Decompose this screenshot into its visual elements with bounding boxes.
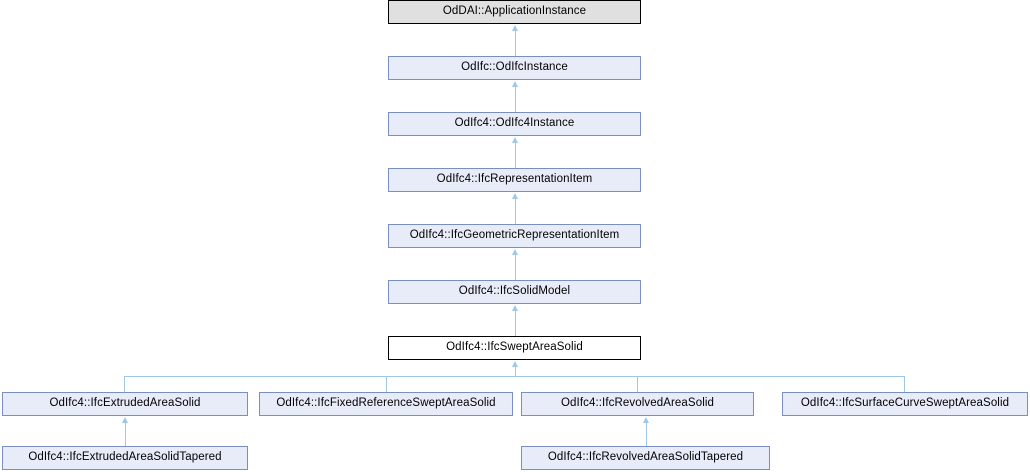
connector-n12-to-n9: [646, 422, 647, 446]
connector-n6-to-n5: [515, 310, 516, 336]
class-node-odifc4-ifcextrudedareasolid[interactable]: OdIfc4::IfcExtrudedAreaSolid: [2, 392, 248, 416]
connector-n11-to-n7: [125, 422, 126, 446]
connector-drop-n10: [904, 376, 905, 392]
class-node-label: OdIfc4::IfcFixedReferenceSweptAreaSolid: [276, 397, 496, 410]
connector-n2-to-n1: [515, 86, 516, 112]
class-node-odifc4-ifcgeometricrepresentationitem[interactable]: OdIfc4::IfcGeometricRepresentationItem: [388, 224, 641, 248]
class-node-odifc4-ifcrevolvedareasolidtapered[interactable]: OdIfc4::IfcRevolvedAreaSolidTapered: [521, 446, 770, 470]
arrowhead-n11-to-n7: [121, 417, 128, 423]
class-node-odifc4-ifcextrudedareasolidtapered[interactable]: OdIfc4::IfcExtrudedAreaSolidTapered: [2, 446, 248, 470]
connector-n1-to-n0: [515, 30, 516, 56]
arrowhead-children-to-swept-area-solid: [511, 361, 518, 367]
connector-stem-swept-area-solid: [515, 366, 516, 376]
arrowhead-n5-to-n4: [511, 249, 518, 255]
class-node-oddai-applicationinstance[interactable]: OdDAI::ApplicationInstance: [388, 0, 641, 24]
class-node-odifc4-ifcfixedreferencesweptareasolid[interactable]: OdIfc4::IfcFixedReferenceSweptAreaSolid: [259, 392, 513, 416]
arrowhead-n3-to-n2: [511, 137, 518, 143]
class-node-label: OdIfc4::IfcSolidModel: [458, 285, 571, 298]
connector-drop-n7: [124, 376, 125, 392]
connector-drop-n9: [637, 376, 638, 392]
class-node-label: OdIfc4::IfcSweptAreaSolid: [446, 341, 583, 354]
arrowhead-n1-to-n0: [511, 25, 518, 31]
connector-drop-n8: [386, 376, 387, 392]
class-node-odifc4-odifc4instance[interactable]: OdIfc4::OdIfc4Instance: [388, 112, 641, 136]
arrowhead-n2-to-n1: [511, 81, 518, 87]
class-node-label: OdDAI::ApplicationInstance: [442, 5, 587, 18]
class-node-label: OdIfc4::IfcRevolvedAreaSolid: [560, 397, 714, 410]
class-node-label: OdIfc::OdIfcInstance: [461, 61, 568, 74]
arrowhead-n4-to-n3: [511, 193, 518, 199]
arrowhead-n12-to-n9: [642, 417, 649, 423]
arrowhead-n6-to-n5: [511, 305, 518, 311]
connector-n3-to-n2: [515, 142, 516, 168]
class-node-label: OdIfc4::IfcRepresentationItem: [436, 173, 593, 186]
class-node-label: OdIfc4::IfcExtrudedAreaSolid: [49, 397, 201, 410]
class-node-label: OdIfc4::IfcGeometricRepresentationItem: [409, 229, 620, 242]
connector-bus-swept-area-solid-children: [124, 376, 904, 377]
class-node-odifc4-ifcrevolvedareasolid[interactable]: OdIfc4::IfcRevolvedAreaSolid: [521, 392, 754, 416]
connector-n5-to-n4: [515, 254, 516, 280]
class-node-odifc4-ifcrepresentationitem[interactable]: OdIfc4::IfcRepresentationItem: [388, 168, 641, 192]
class-node-odifc4-ifcsolidmodel[interactable]: OdIfc4::IfcSolidModel: [388, 280, 641, 304]
class-node-label: OdIfc4::IfcRevolvedAreaSolidTapered: [547, 451, 744, 464]
class-node-label: OdIfc4::IfcExtrudedAreaSolidTapered: [28, 451, 222, 464]
class-node-odifc-odifcinstance[interactable]: OdIfc::OdIfcInstance: [388, 56, 641, 80]
class-node-odifc4-ifcsweptareasolid[interactable]: OdIfc4::IfcSweptAreaSolid: [388, 336, 641, 360]
class-node-label: OdIfc4::OdIfc4Instance: [454, 117, 575, 130]
class-node-label: OdIfc4::IfcSurfaceCurveSweptAreaSolid: [800, 397, 1010, 410]
connector-n4-to-n3: [515, 198, 516, 224]
class-node-odifc4-ifcsurfacecurvesweptareasolid[interactable]: OdIfc4::IfcSurfaceCurveSweptAreaSolid: [782, 392, 1028, 416]
